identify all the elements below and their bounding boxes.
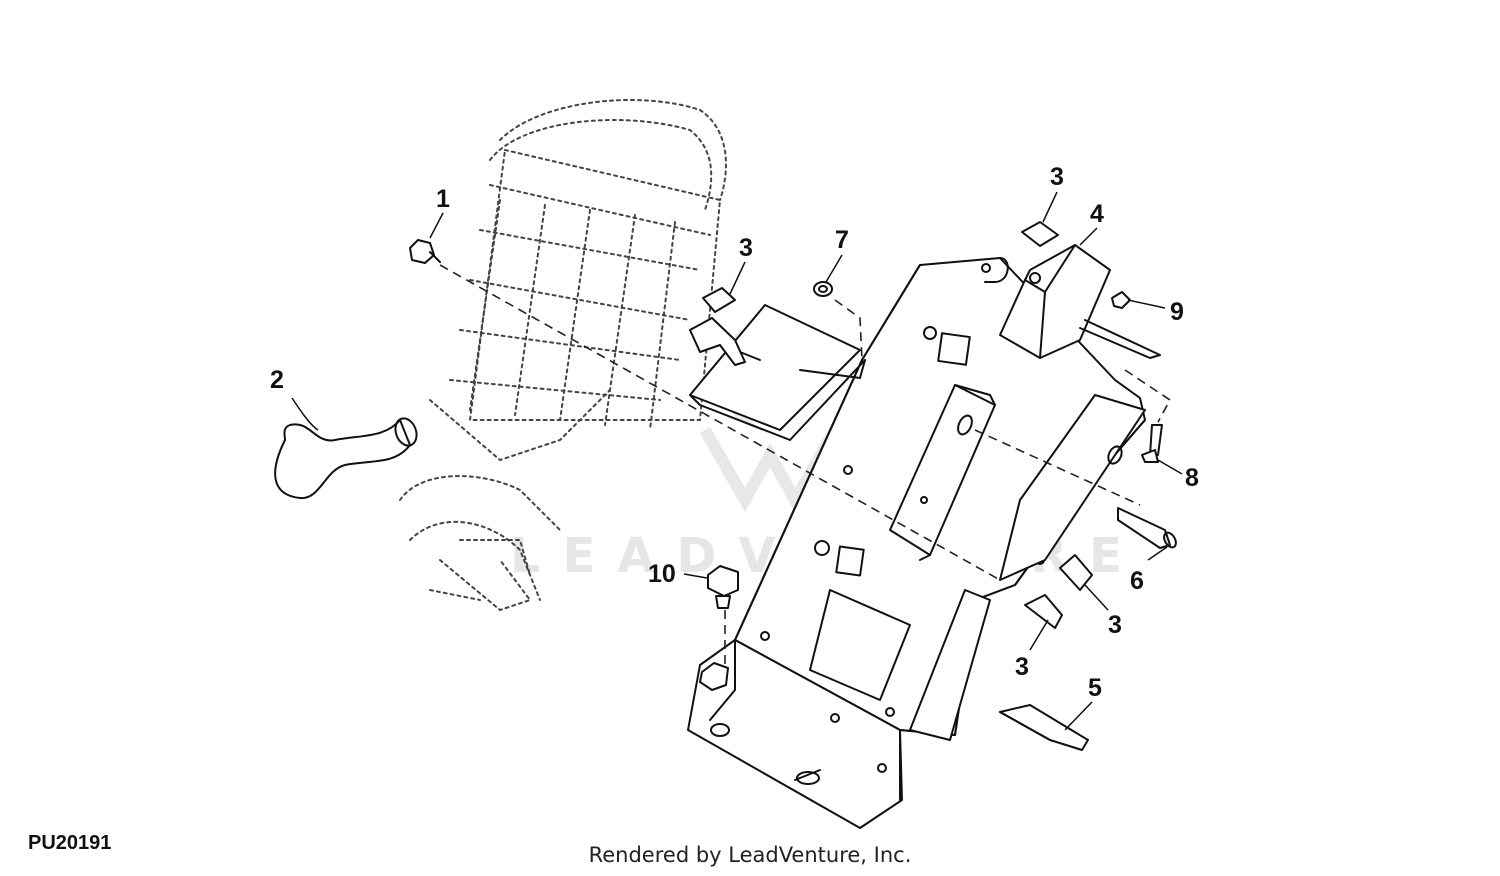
- part-2-hose: [274, 417, 418, 500]
- mounting-bracket: [687, 257, 1146, 829]
- callout-2: 2: [270, 366, 284, 394]
- callout-9: 9: [1170, 298, 1184, 326]
- part-8-screw: [1141, 424, 1163, 463]
- ghost-assembly: [399, 99, 727, 612]
- callout-3-bottom: 3: [1015, 653, 1029, 681]
- part-6-pin: [1117, 507, 1177, 549]
- part-1-bolt: [409, 239, 441, 264]
- callout-6: 6: [1130, 567, 1144, 595]
- part-7-nut: [813, 281, 833, 297]
- callout-labels: 1 2 3 3 3 3 4 5 6 7 8 9 10: [270, 163, 1199, 702]
- leader-lines: [291, 191, 1183, 731]
- part-5-plate: [999, 704, 1089, 751]
- diagram-id: PU20191: [28, 832, 112, 854]
- part-3-clip-nut: [689, 221, 1093, 629]
- callout-7: 7: [835, 226, 849, 254]
- callout-3-left: 3: [739, 234, 753, 262]
- part-4-bracket: [999, 244, 1161, 359]
- callout-5: 5: [1088, 674, 1102, 702]
- callout-3-top: 3: [1050, 163, 1064, 191]
- callout-4: 4: [1090, 200, 1104, 228]
- callout-1: 1: [436, 185, 450, 213]
- callout-10: 10: [648, 560, 676, 588]
- callout-8: 8: [1185, 464, 1199, 492]
- assembly-centerlines: [439, 264, 1172, 665]
- part-9-nut: [1111, 291, 1131, 309]
- part-10-bolt: [699, 565, 739, 691]
- callout-3-right: 3: [1108, 611, 1122, 639]
- credit-line: Rendered by LeadVenture, Inc.: [588, 843, 912, 867]
- heat-shield-tab: [689, 304, 866, 441]
